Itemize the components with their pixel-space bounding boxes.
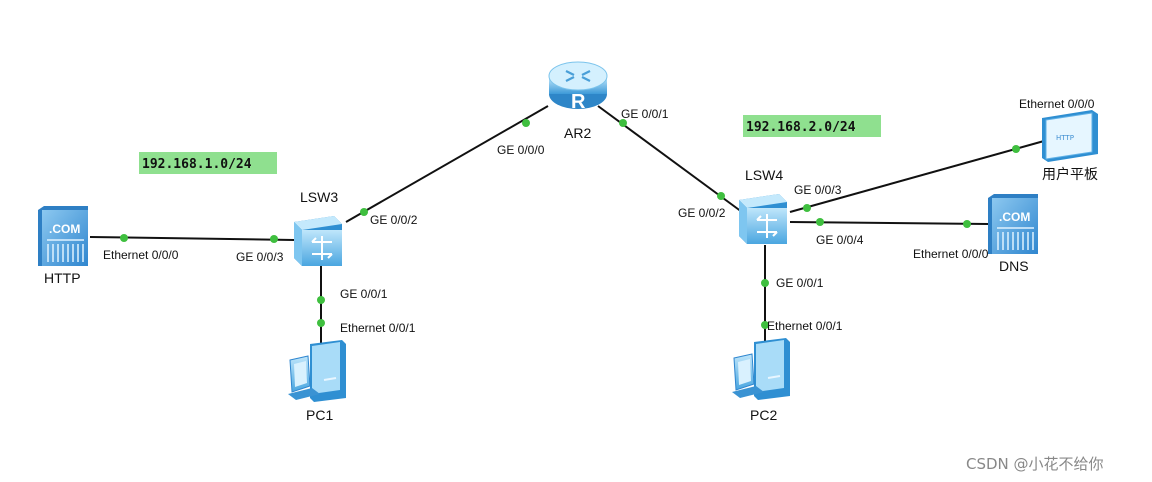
tablet-port-eth000: Ethernet 0/0/0 (1019, 97, 1095, 111)
lsw3-port-ge003: GE 0/0/3 (236, 250, 284, 264)
switch-icon[interactable] (739, 194, 787, 244)
tablet-icon[interactable]: HTTP (1042, 110, 1098, 162)
http-name: HTTP (44, 270, 81, 286)
tablet-name: 用户平板 (1042, 166, 1098, 182)
ar2-port-ge001: GE 0/0/1 (621, 107, 669, 121)
lsw4-port-ge003: GE 0/0/3 (794, 183, 842, 197)
watermark: CSDN @小花不给你 (966, 455, 1104, 473)
lsw4-port-ge004: GE 0/0/4 (816, 233, 864, 247)
pc2-port-eth001: Ethernet 0/0/1 (767, 319, 843, 333)
port-dot (963, 220, 971, 228)
link-lsw4-tablet (789, 140, 1045, 213)
port-dot (317, 296, 325, 304)
subnet-right-highlight (743, 115, 881, 137)
port-dot (717, 192, 725, 200)
port-dot (360, 208, 368, 216)
port-dot (270, 235, 278, 243)
pc1-port-eth001: Ethernet 0/0/1 (340, 321, 416, 335)
router-icon[interactable]: R (548, 61, 608, 113)
switch-icon[interactable] (294, 216, 342, 266)
port-dot (761, 279, 769, 287)
link-ar2-lsw3 (345, 105, 549, 223)
lsw4-port-ge001: GE 0/0/1 (776, 276, 824, 290)
port-dot (1012, 145, 1020, 153)
port-dot (816, 218, 824, 226)
port-dot (619, 119, 627, 127)
port-dot (317, 319, 325, 327)
svg-text:.COM: .COM (49, 222, 80, 236)
svg-text:.COM: .COM (999, 210, 1030, 224)
lsw4-port-ge002: GE 0/0/2 (678, 206, 726, 220)
pc-icon[interactable] (732, 338, 790, 400)
http-port-eth000: Ethernet 0/0/0 (103, 248, 179, 262)
lsw4-name: LSW4 (745, 167, 783, 183)
svg-text:HTTP: HTTP (1056, 134, 1074, 142)
svg-text:R: R (571, 91, 586, 113)
lsw3-name: LSW3 (300, 189, 338, 205)
dns-name: DNS (999, 258, 1029, 274)
pc1-name: PC1 (306, 407, 333, 423)
port-dot (120, 234, 128, 242)
server-icon[interactable]: .COM (988, 194, 1038, 254)
lsw3-port-ge001: GE 0/0/1 (340, 287, 388, 301)
server-icon[interactable]: .COM (38, 206, 88, 266)
subnet-left-label: 192.168.1.0/24 (142, 157, 252, 172)
lsw3-port-ge002: GE 0/0/2 (370, 213, 418, 227)
port-dot (761, 321, 769, 329)
port-dot (522, 119, 530, 127)
dns-port-eth000: Ethernet 0/0/0 (913, 247, 989, 261)
pc-icon[interactable] (288, 340, 346, 402)
subnet-right-label: 192.168.2.0/24 (746, 120, 856, 135)
ar2-port-ge000: GE 0/0/0 (497, 143, 545, 157)
pc2-name: PC2 (750, 407, 777, 423)
ar2-name: AR2 (564, 125, 591, 141)
port-dot (803, 204, 811, 212)
subnet-left-highlight (139, 152, 277, 174)
